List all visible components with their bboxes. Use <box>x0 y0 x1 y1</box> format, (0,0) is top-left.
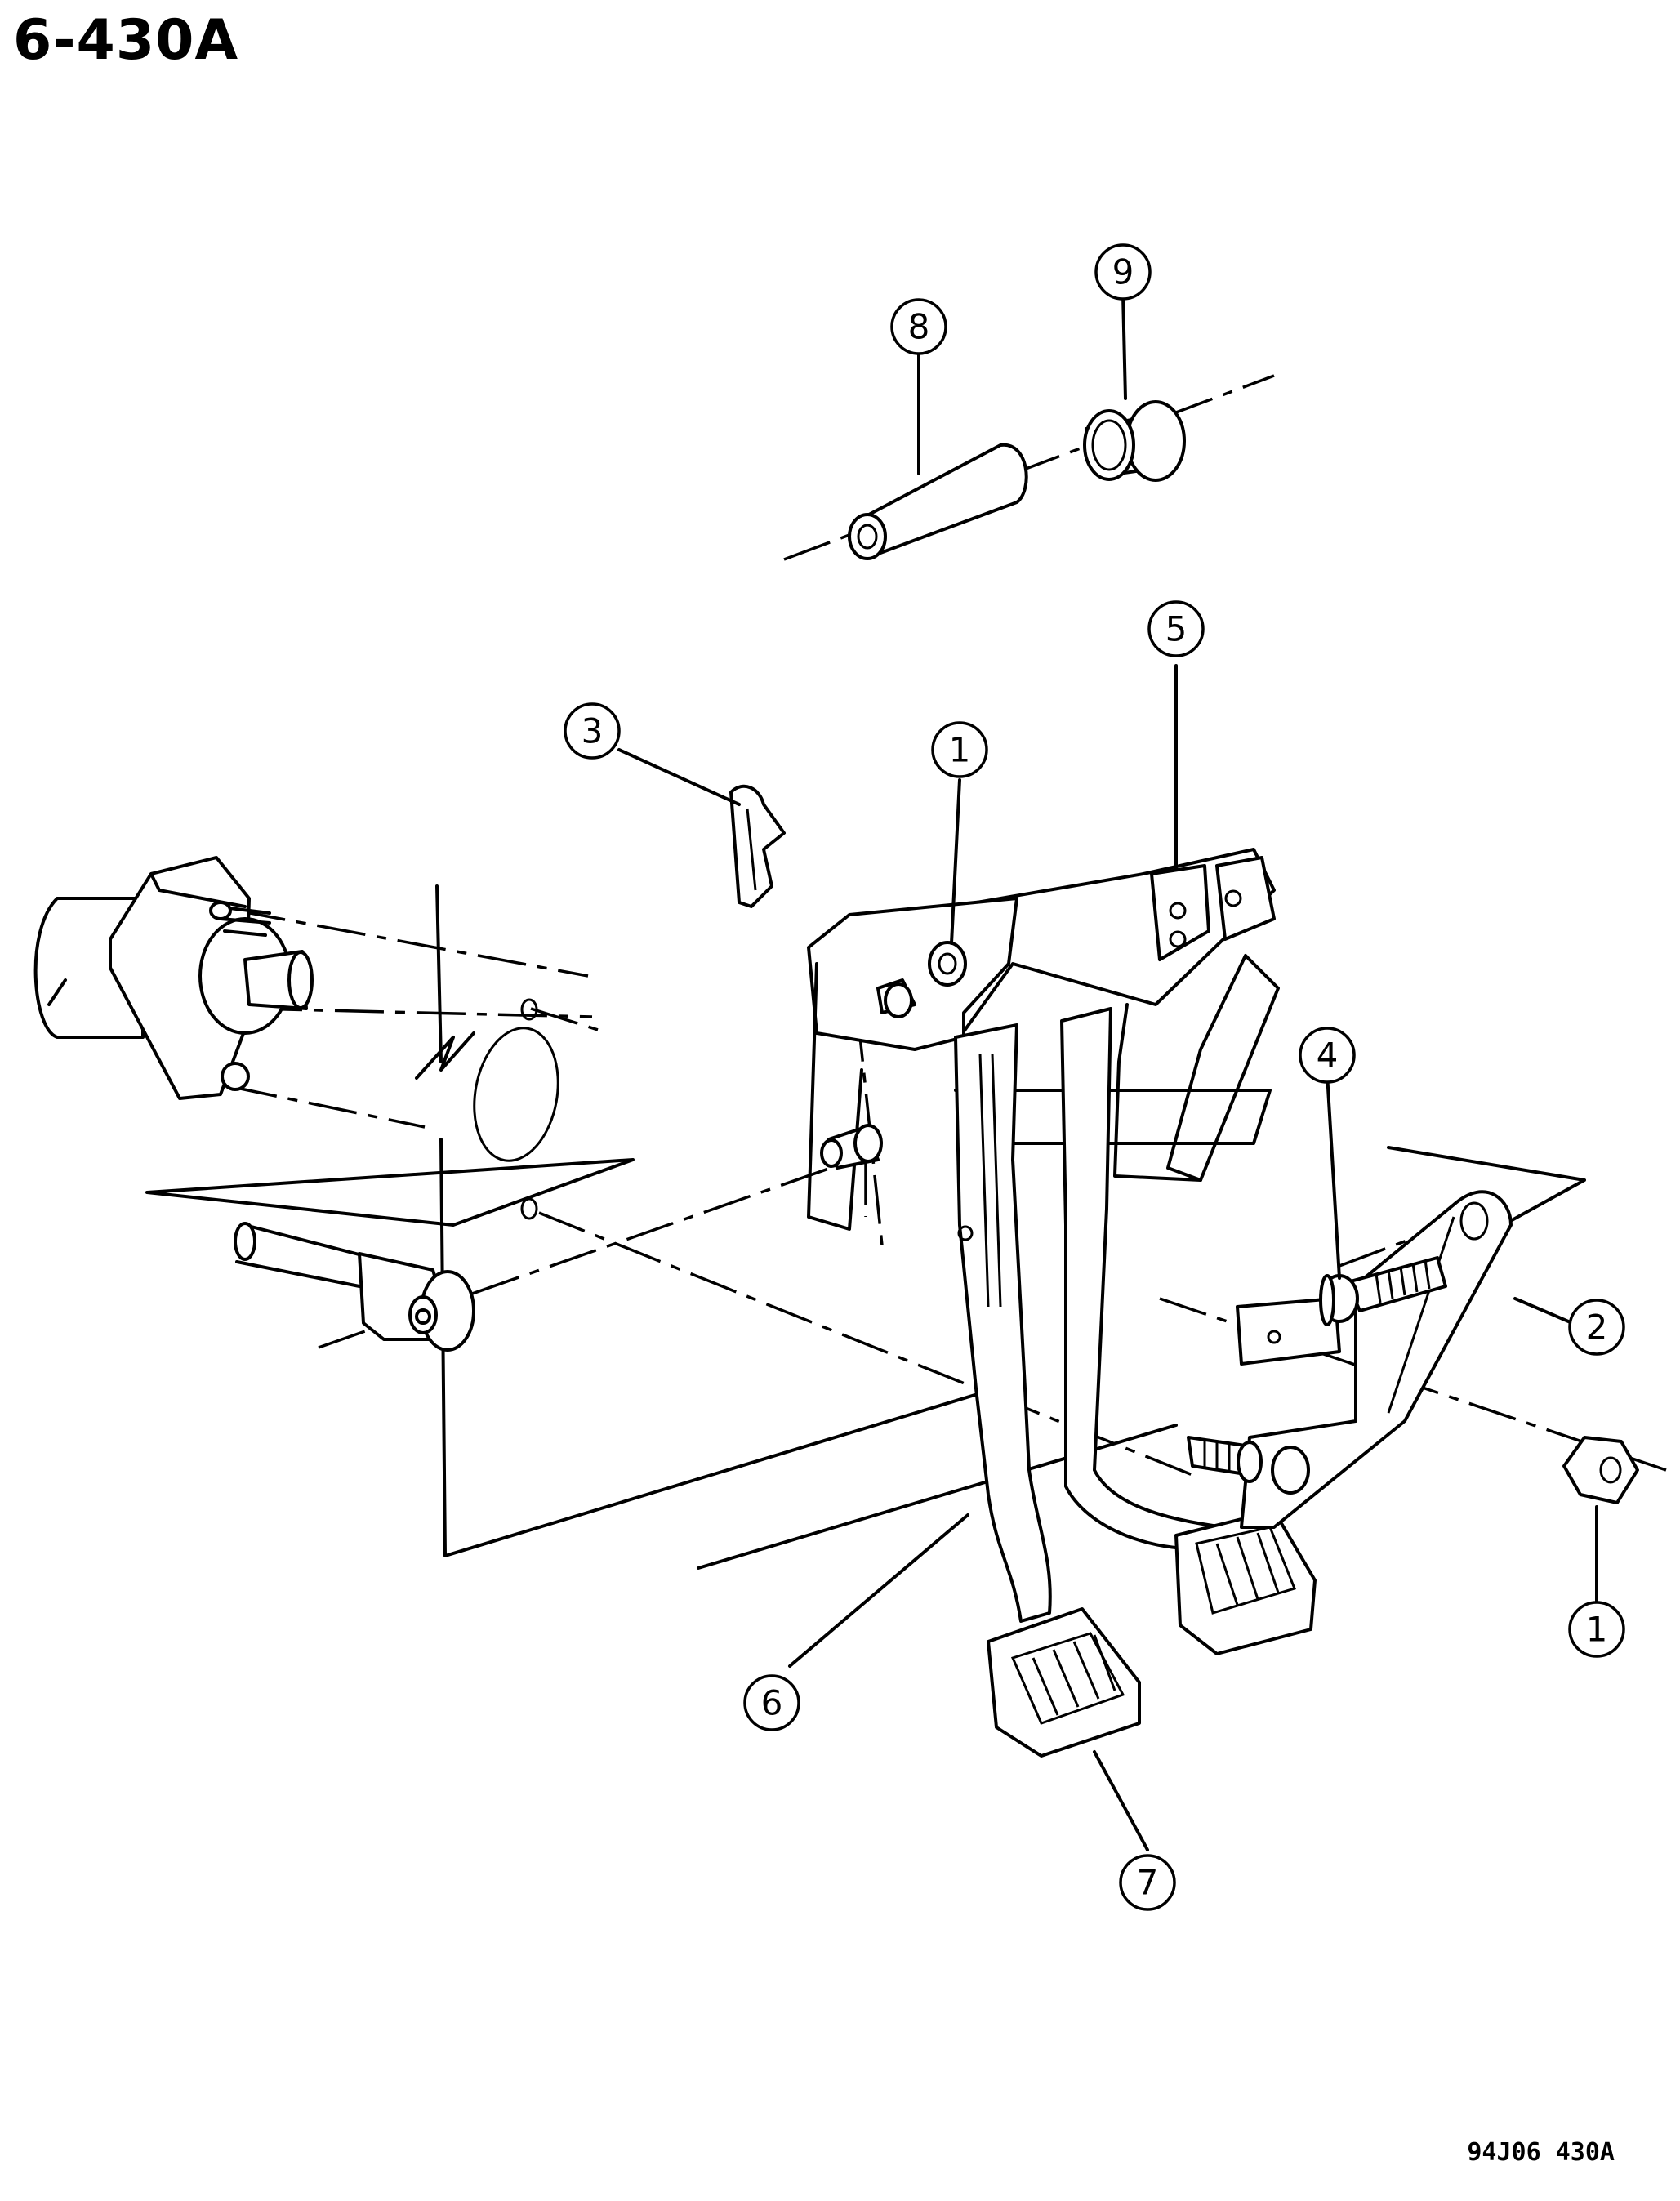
callout-label: 8 <box>908 307 930 347</box>
callout-label: 3 <box>582 711 604 751</box>
callout-1-bottom: 1 <box>1568 1601 1625 1658</box>
pedal-bracket-plate <box>1236 1190 1513 1529</box>
callout-label: 1 <box>1586 1610 1608 1650</box>
callout-7: 7 <box>1119 1854 1176 1911</box>
firewall-hole <box>415 998 559 1220</box>
pedal-bushing <box>1083 400 1186 482</box>
callout-label: 7 <box>1137 1863 1159 1903</box>
figure-code: 94J06 430A <box>1467 2138 1615 2167</box>
page-reference: 6-430A <box>13 8 239 73</box>
clutch-master-cylinder <box>33 856 314 1100</box>
bottom-hex-nut <box>1562 1436 1639 1504</box>
retaining-clip <box>729 784 786 908</box>
brake-pedal <box>1060 1007 1317 1655</box>
callout-label: 9 <box>1112 252 1134 292</box>
callout-label: 6 <box>761 1683 783 1723</box>
callout-label: 4 <box>1317 1036 1339 1076</box>
callout-1-top: 1 <box>931 721 988 778</box>
leader-lines <box>617 292 1598 1851</box>
lower-screw <box>1187 1436 1263 1483</box>
callout-8: 8 <box>890 298 947 355</box>
axis-line-upper-hole <box>530 1007 609 1035</box>
pedal-support-bracket <box>807 848 1280 1231</box>
callout-9: 9 <box>1094 243 1152 301</box>
callout-label: 2 <box>1586 1308 1608 1348</box>
pivot-stud <box>820 1124 883 1170</box>
axis-line-lower-hole <box>228 1085 426 1129</box>
pedal-pivot-pin <box>848 443 1028 560</box>
pushrod-assembly <box>234 1222 475 1352</box>
axis-line-upper-stud <box>236 909 589 978</box>
callout-3: 3 <box>564 702 621 760</box>
clutch-pedal <box>954 1023 1141 1758</box>
callout-2: 2 <box>1568 1299 1625 1356</box>
top-nut <box>876 941 967 1018</box>
bracket-bolt <box>1319 1256 1447 1326</box>
callout-5: 5 <box>1147 600 1205 657</box>
callout-label: 5 <box>1165 609 1188 649</box>
callout-4: 4 <box>1299 1027 1356 1084</box>
callout-6: 6 <box>743 1674 800 1731</box>
callout-label: 1 <box>949 730 971 770</box>
